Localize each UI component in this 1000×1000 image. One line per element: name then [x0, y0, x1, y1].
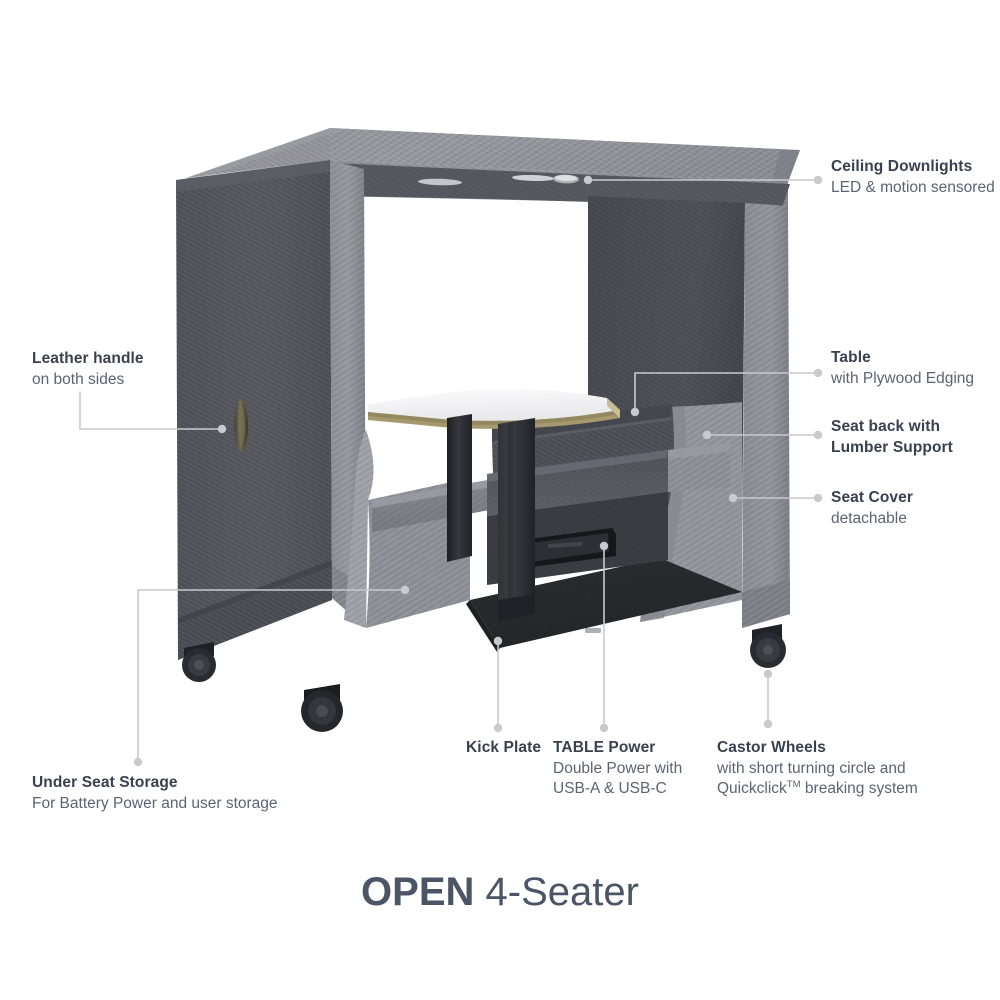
ceiling-downlight-slots [418, 174, 579, 186]
left-side-panel [176, 160, 332, 660]
callout-seat-cover-title: Seat Cover [831, 489, 913, 506]
callout-under-seat-storage-sub: For Battery Power and user storage [32, 794, 278, 812]
title-regular: 4-Seater [474, 870, 639, 914]
callout-castor-wheels-sub2: QuickclickTM breaking system [717, 779, 927, 800]
leader-seat-cover [728, 493, 823, 503]
callout-seat-cover: Seat Cover detachable [831, 488, 913, 529]
callout-ceiling-title: Ceiling Downlights [831, 158, 973, 175]
title-bold: OPEN [361, 870, 475, 914]
leather-handle [234, 398, 249, 452]
table-power-unit [522, 528, 616, 568]
callout-leather-handle-sub: on both sides [32, 370, 125, 388]
leader-leather-handle [79, 391, 227, 434]
callout-castor-wheels-title: Castor Wheels [717, 739, 826, 756]
callout-table-title: Table [831, 349, 871, 366]
callout-leather-handle-title: Leather handle [32, 350, 144, 367]
table-legs [447, 414, 535, 622]
callout-castor-wheels-sub1: with short turning circle and [717, 759, 906, 777]
leader-seat-back [702, 430, 823, 440]
table [368, 389, 620, 429]
leader-castor-wheels [763, 669, 773, 729]
callout-kick-plate: Kick Plate [466, 738, 541, 759]
callout-table-power-sub1: Double Power with [553, 759, 683, 777]
castor-wheel-front-left [301, 684, 343, 732]
under-seat-storage-seam [178, 560, 332, 624]
castor-sub2-pre: Quickclick [717, 780, 787, 798]
product-title: OPEN 4-Seater [0, 870, 1000, 915]
right-outer-frame [742, 203, 790, 628]
callout-ceiling-sub: LED & motion sensored [831, 178, 995, 196]
plywood-edging [368, 410, 620, 429]
callout-table-sub: with Plywood Edging [831, 369, 975, 387]
ceiling-underside [333, 163, 790, 208]
leader-ceiling [583, 175, 823, 185]
callout-table: Table with Plywood Edging [831, 348, 974, 389]
callout-ceiling-downlights: Ceiling Downlights LED & motion sensored [831, 157, 995, 198]
castor-wheel-right [750, 624, 786, 668]
callout-kick-plate-title: Kick Plate [466, 739, 542, 756]
castor-sub2-post: breaking system [800, 780, 918, 798]
castor-wheel-rear-left [182, 642, 216, 682]
callout-castor-wheels: Castor Wheels with short turning circle … [717, 738, 927, 800]
callout-table-power-sub2: USB-A & USB-C [553, 780, 667, 798]
callout-seat-back-line1: Seat back with [831, 418, 941, 435]
table-top-surface [368, 389, 620, 421]
kick-plate-floor [466, 558, 742, 652]
leader-lines [79, 175, 823, 767]
callout-seat-back-line2: Lumber Support [831, 438, 953, 456]
leader-table [630, 368, 823, 417]
leader-table-power [599, 541, 609, 733]
callout-table-power: TABLE Power Double Power with USB-A & US… [553, 738, 693, 800]
leader-under-seat-storage [133, 585, 410, 767]
table-leg-far [447, 414, 472, 562]
leader-kick-plate [493, 636, 503, 733]
callout-table-power-title: TABLE Power [553, 739, 656, 756]
callout-seat-back: Seat back with Lumber Support [831, 417, 953, 458]
callout-seat-cover-sub: detachable [831, 509, 907, 527]
floor-badge [585, 628, 601, 633]
castor-wheels [182, 624, 786, 732]
canopy-top [186, 128, 800, 182]
callout-under-seat-storage: Under Seat Storage For Battery Power and… [32, 773, 278, 814]
trademark-symbol: TM [786, 779, 801, 791]
callout-under-seat-storage-title: Under Seat Storage [32, 774, 178, 791]
callout-leather-handle: Leather handle on both sides [32, 349, 144, 390]
